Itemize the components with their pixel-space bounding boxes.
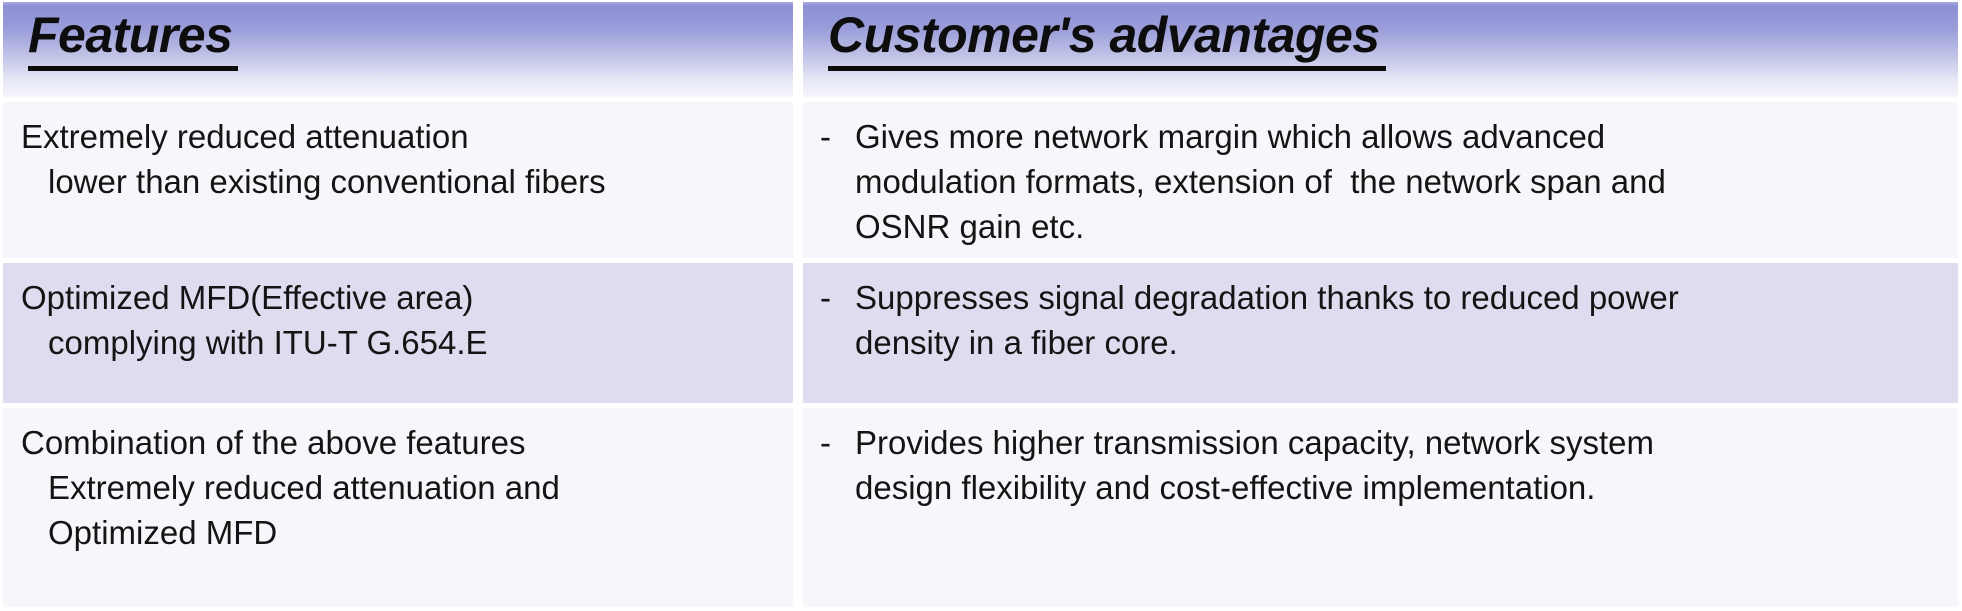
advantage-cell-row1: - Gives more network margin which allows… bbox=[803, 102, 1958, 258]
advantage-line: - Gives more network margin which allows… bbox=[820, 114, 1958, 159]
advantage-text: Provides higher transmission capacity, n… bbox=[855, 424, 1655, 461]
advantage-cell-row2: - Suppresses signal degradation thanks t… bbox=[803, 263, 1958, 403]
advantage-line: - Provides higher transmission capacity,… bbox=[820, 420, 1958, 465]
feature-cell-row2: Optimized MFD(Effective area) complying … bbox=[3, 263, 793, 403]
advantage-line: design flexibility and cost-effective im… bbox=[855, 469, 1596, 506]
feature-line: lower than existing conventional fibers bbox=[48, 163, 606, 200]
features-header-label: Features bbox=[28, 5, 239, 71]
advantage-text: Gives more network margin which allows a… bbox=[855, 118, 1606, 155]
advantages-header-label: Customer's advantages bbox=[828, 5, 1386, 71]
features-header-cell: Features bbox=[3, 2, 793, 97]
feature-line: Combination of the above features bbox=[21, 424, 526, 461]
features-advantages-table: Features Customer's advantages Extremely… bbox=[3, 2, 1958, 607]
advantage-line: OSNR gain etc. bbox=[855, 208, 1085, 245]
advantage-line: modulation formats, extension of the net… bbox=[855, 163, 1666, 200]
feature-line: Extremely reduced attenuation and bbox=[48, 469, 560, 506]
feature-line: Extremely reduced attenuation bbox=[21, 118, 469, 155]
feature-line: Optimized MFD(Effective area) bbox=[21, 279, 474, 316]
advantage-text: Suppresses signal degradation thanks to … bbox=[855, 279, 1679, 316]
feature-cell-row1: Extremely reduced attenuation lower than… bbox=[3, 102, 793, 258]
advantages-header-cell: Customer's advantages bbox=[803, 2, 1958, 97]
feature-line: Optimized MFD bbox=[48, 514, 278, 551]
advantage-cell-row3: - Provides higher transmission capacity,… bbox=[803, 408, 1958, 607]
feature-line: complying with ITU-T G.654.E bbox=[48, 324, 488, 361]
dash-bullet: - bbox=[820, 279, 831, 316]
advantage-line: density in a fiber core. bbox=[855, 324, 1178, 361]
feature-cell-row3: Combination of the above features Extrem… bbox=[3, 408, 793, 607]
dash-bullet: - bbox=[820, 424, 831, 461]
advantage-line: - Suppresses signal degradation thanks t… bbox=[820, 275, 1958, 320]
dash-bullet: - bbox=[820, 118, 831, 155]
